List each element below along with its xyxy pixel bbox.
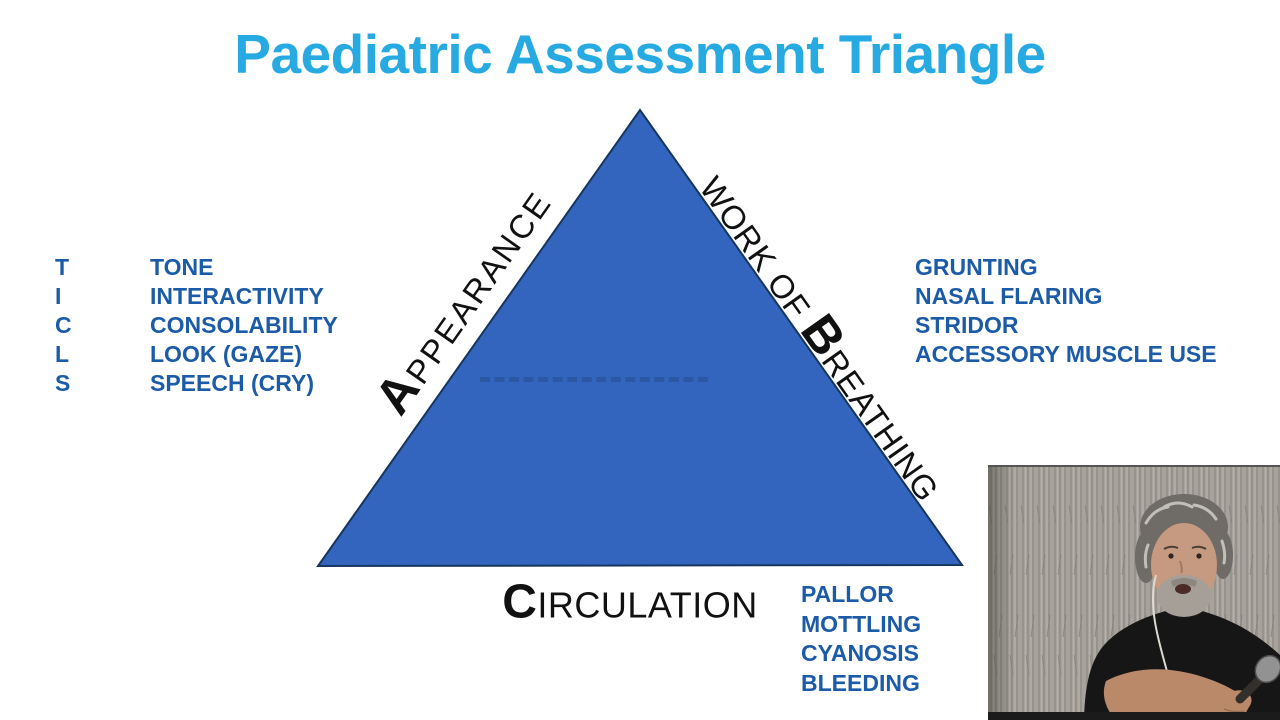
- circulation-rest: IRCULATION: [537, 584, 758, 626]
- list-item: TONE: [150, 254, 214, 280]
- presenter-figure: [1084, 494, 1280, 720]
- list-item: BLEEDING: [801, 669, 920, 696]
- presenter-webcam-video: [988, 465, 1280, 720]
- presenter-forearm: [1103, 669, 1251, 720]
- presenter-hair-side: [1213, 531, 1233, 579]
- page-title: Paediatric Assessment Triangle: [234, 23, 1046, 85]
- presenter-nose: [1179, 560, 1183, 574]
- list-item: PALLOR: [801, 581, 894, 607]
- triangle-dashes-decoration: [480, 377, 708, 382]
- list-item: GRUNTING: [915, 254, 1038, 280]
- list-item: INTERACTIVITY: [150, 283, 324, 309]
- list-item: SPEECH (CRY): [150, 370, 314, 396]
- breathing-signs-list: GRUNTING NASAL FLARING STRIDOR ACCESSORY…: [915, 253, 1217, 369]
- triangle-label-circulation: CIRCULATION: [502, 575, 758, 630]
- acronym-letter: S: [55, 370, 71, 396]
- presenter-fringe: [1150, 507, 1219, 551]
- hair-highlights: [1143, 501, 1227, 569]
- ticls-acronym-column: T I C L S: [55, 253, 72, 398]
- microphone: [1254, 654, 1280, 684]
- circulation-signs-list: PALLOR MOTTLING CYANOSIS BLEEDING: [801, 580, 921, 698]
- triangle-shape: [316, 108, 964, 568]
- list-item: CONSOLABILITY: [150, 312, 338, 338]
- list-item: STRIDOR: [915, 312, 1019, 338]
- webcam-bottom-edge: [988, 712, 1280, 720]
- list-item: NASAL FLARING: [915, 283, 1103, 309]
- presenter-eye: [1168, 553, 1174, 559]
- presenter-beard: [1157, 575, 1211, 617]
- appearance-signs-list: TONE INTERACTIVITY CONSOLABILITY LOOK (G…: [150, 253, 338, 398]
- list-item: MOTTLING: [801, 610, 922, 637]
- presenter-moustache: [1171, 578, 1197, 587]
- acronym-letter: T: [55, 254, 70, 280]
- presenter-eyebrows: [1163, 545, 1207, 550]
- acronym-letter: I: [55, 283, 62, 309]
- list-item: CYANOSIS: [801, 640, 920, 666]
- circulation-initial: C: [502, 575, 538, 629]
- presenter-eye: [1196, 553, 1202, 559]
- list-item: ACCESSORY MUSCLE USE: [915, 341, 1217, 367]
- webcam-top-edge: [988, 465, 1280, 467]
- acronym-letter: L: [55, 341, 70, 367]
- presenter-mouth: [1175, 584, 1191, 594]
- acronym-letter: C: [55, 312, 72, 338]
- list-item: LOOK (GAZE): [150, 341, 303, 367]
